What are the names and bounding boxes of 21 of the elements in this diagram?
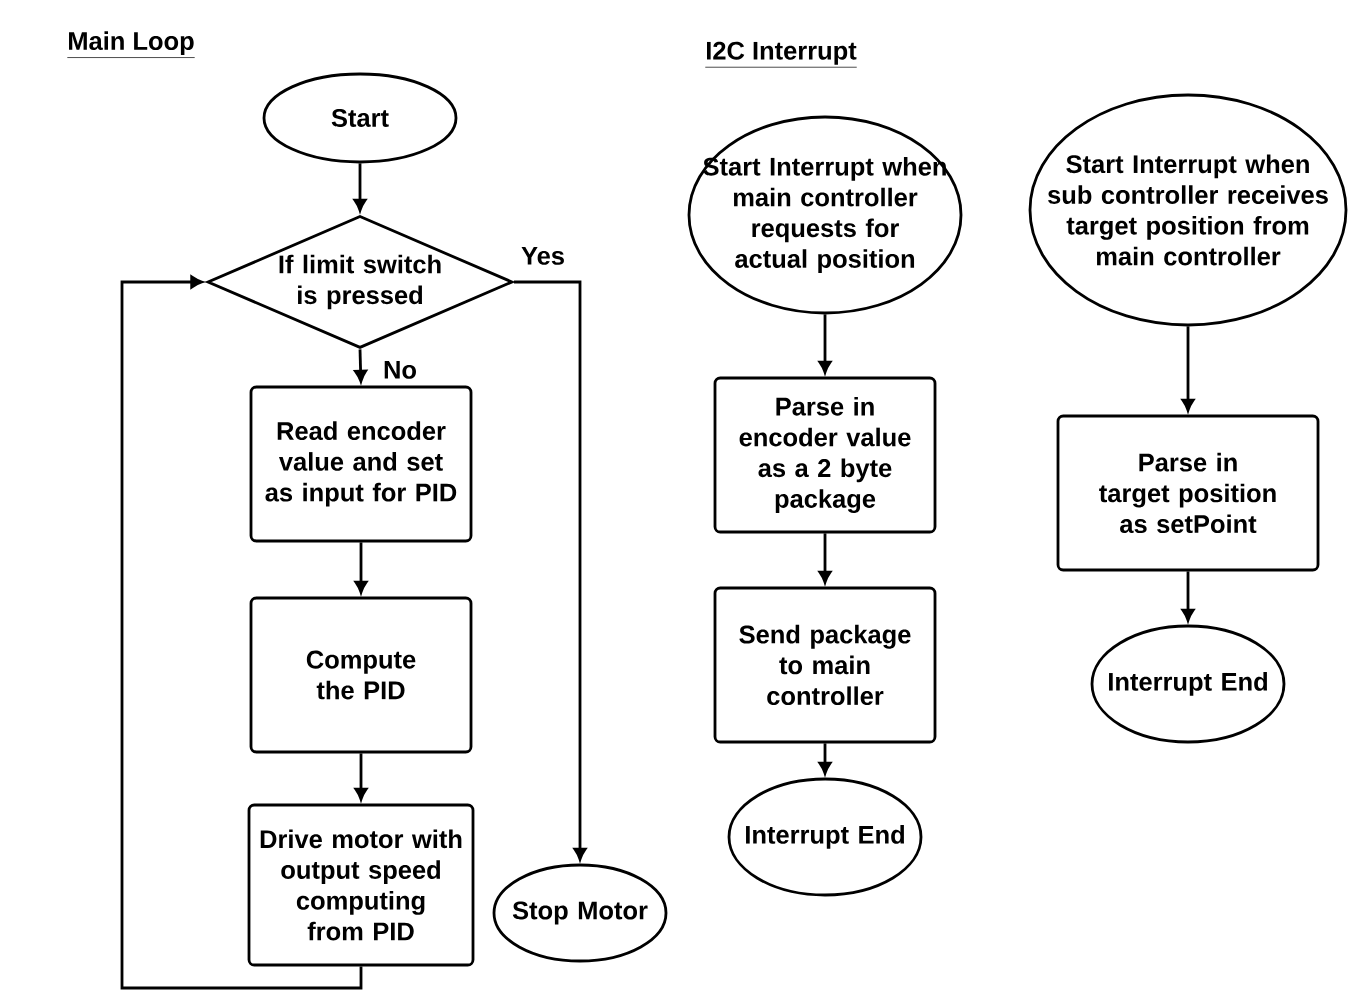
- process-box: Drive motor with output speed computing from PID: [247, 803, 475, 967]
- arrow: [513, 280, 587, 861]
- arrow: [818, 533, 832, 584]
- arrow: [818, 743, 832, 775]
- arrow: [818, 314, 832, 374]
- process-box: Read encoder value and set as input for PID: [249, 385, 473, 543]
- edge-label: Yes: [519, 245, 567, 267]
- arrow: [354, 753, 368, 801]
- process-box: Parse in target position as setPoint: [1056, 414, 1320, 572]
- arrow: [1181, 326, 1195, 412]
- heading: Main Loop: [66, 31, 196, 58]
- arrow: [354, 542, 368, 594]
- process-box: Send package to main controller: [713, 586, 937, 744]
- arrow: [354, 349, 368, 383]
- arrow: [1181, 571, 1195, 622]
- edge-label: No: [381, 359, 419, 381]
- arrow: [353, 163, 367, 212]
- process-box: Compute the PID: [249, 596, 473, 754]
- process-box: Parse in encoder value as a 2 byte package: [713, 376, 937, 534]
- arrow: [120, 275, 363, 990]
- heading: I2C Interrupt: [704, 41, 858, 68]
